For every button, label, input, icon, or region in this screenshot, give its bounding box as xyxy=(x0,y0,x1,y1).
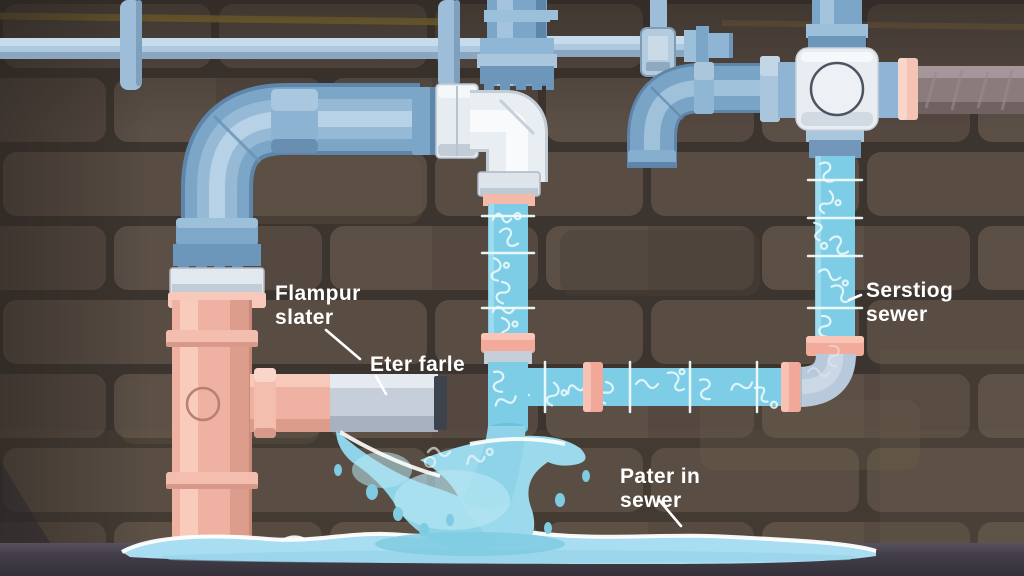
junction-box-dial xyxy=(809,61,865,117)
leader-line-pater xyxy=(657,498,683,528)
label-serstiog-line2: sewer xyxy=(866,303,928,326)
leader-line-flampur xyxy=(324,328,362,361)
water-droplets xyxy=(334,464,590,537)
left-blue-elbow xyxy=(168,83,479,308)
center-clear-pipe xyxy=(480,204,536,435)
label-pater-line2: sewer xyxy=(620,489,682,512)
silver-sleeve xyxy=(330,374,447,432)
white-flange xyxy=(435,83,479,159)
pink-drain-pipe xyxy=(166,300,447,552)
leader-line-eter xyxy=(374,374,388,396)
labels: Flampur slater Eter farle Serstiog sewer… xyxy=(275,279,953,528)
leaking-water xyxy=(334,426,590,556)
ceiling-pipe xyxy=(0,0,733,90)
label-flampur-line2: slater xyxy=(275,306,333,329)
pipe-strap-center xyxy=(438,0,460,88)
label-eter: Eter farle xyxy=(370,353,465,376)
center-white-pipe xyxy=(470,0,558,206)
tee-branch xyxy=(250,368,334,438)
pipe-clamp xyxy=(640,0,676,77)
top-blue-fitting xyxy=(477,0,558,90)
leader-line-serstiog xyxy=(847,293,863,302)
junction-box-assembly xyxy=(760,0,918,158)
mauve-pipe xyxy=(912,66,1024,114)
pipe-end-fitting xyxy=(684,26,733,66)
elbow-bottom-couplings xyxy=(168,218,266,308)
horizontal-clear-pipe xyxy=(506,360,802,414)
sleeve-end-cap xyxy=(434,376,447,430)
label-flampur-line1: Flampur xyxy=(275,282,361,305)
label-serstiog-line1: Serstiog xyxy=(866,279,953,302)
right-blue-elbow xyxy=(627,62,780,168)
cleanout-circle xyxy=(185,386,221,422)
right-lower-elbow xyxy=(797,343,856,407)
label-pater-line1: Pater in xyxy=(620,465,700,488)
pipe-strap-left xyxy=(120,0,142,90)
